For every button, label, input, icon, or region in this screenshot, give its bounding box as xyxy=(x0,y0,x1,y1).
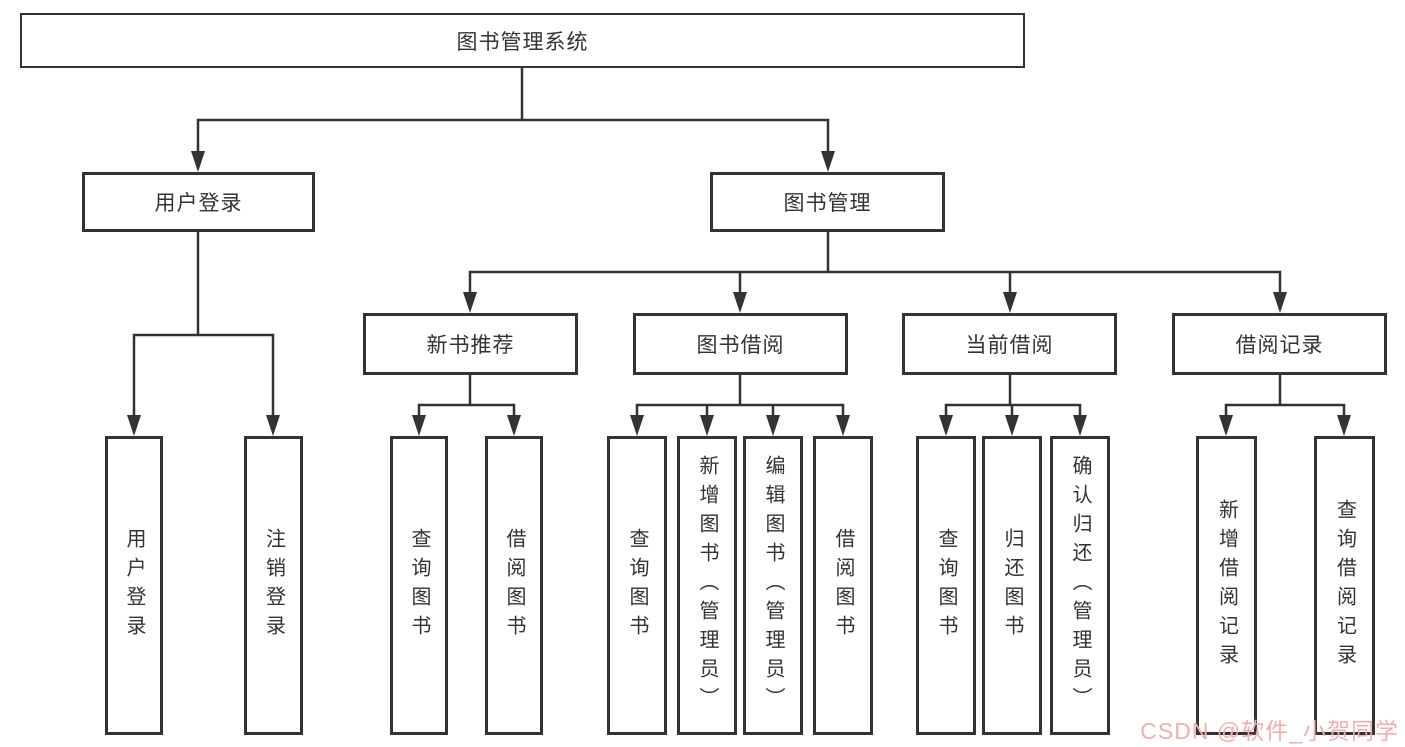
arrowhead xyxy=(266,415,280,436)
node-label: 查询图书 xyxy=(408,527,430,644)
node-label: 用户登录 xyxy=(123,527,145,644)
leaf-user-login: 用户登录 xyxy=(105,436,163,735)
node-user-login: 用户登录 xyxy=(82,172,315,232)
node-label: 新增借阅记录 xyxy=(1215,498,1238,673)
connector-user-login-to-children xyxy=(127,232,280,436)
node-label: 新书推荐 xyxy=(426,334,515,357)
arrowhead xyxy=(1337,415,1351,436)
leaf-query-borrow-record: 查询借阅记录 xyxy=(1314,436,1375,735)
connector-current-borrow-to-children xyxy=(939,375,1087,436)
arrowhead xyxy=(1219,415,1233,436)
node-label: 借阅记录 xyxy=(1235,334,1324,357)
node-label: 借阅图书 xyxy=(503,527,525,644)
arrowhead xyxy=(1005,415,1019,436)
node-current-borrowing: 当前借阅 xyxy=(902,313,1117,375)
arrowhead xyxy=(127,415,141,436)
arrowhead xyxy=(836,415,850,436)
connector-borrow-record-to-children xyxy=(1219,375,1351,436)
arrowhead xyxy=(1003,292,1017,313)
node-label: 借阅图书 xyxy=(832,527,854,644)
node-borrowing-records: 借阅记录 xyxy=(1172,313,1387,375)
leaf-add-borrow-record: 新增借阅记录 xyxy=(1196,436,1257,735)
connector-root-to-level2 xyxy=(191,68,835,172)
leaf-borrow-books-1: 借阅图书 xyxy=(485,436,543,735)
node-label: 确认归还（管理员） xyxy=(1069,455,1091,716)
node-root-library-system: 图书管理系统 xyxy=(20,13,1025,68)
node-label: 图书借阅 xyxy=(696,334,785,357)
arrowhead xyxy=(733,292,747,313)
node-label: 查询图书 xyxy=(626,527,648,644)
arrowhead xyxy=(630,415,644,436)
arrowhead xyxy=(507,415,521,436)
leaf-confirm-return-admin: 确认归还（管理员） xyxy=(1050,436,1110,735)
node-label: 注销登录 xyxy=(262,527,285,644)
leaf-query-books-3: 查询图书 xyxy=(916,436,976,735)
node-book-borrowing: 图书借阅 xyxy=(633,313,848,375)
connector-book-mgmt-to-level3 xyxy=(463,232,1287,313)
leaf-add-books-admin: 新增图书（管理员） xyxy=(677,436,737,735)
arrowhead xyxy=(1273,292,1287,313)
arrowhead xyxy=(766,415,780,436)
arrowhead xyxy=(1073,415,1087,436)
node-label: 图书管理 xyxy=(783,192,872,215)
node-book-management: 图书管理 xyxy=(710,172,945,232)
arrowhead xyxy=(412,415,426,436)
leaf-logout: 注销登录 xyxy=(244,436,303,735)
node-label: 新增图书（管理员） xyxy=(696,455,718,716)
leaf-query-books-1: 查询图书 xyxy=(390,436,448,735)
node-label: 图书管理系统 xyxy=(456,30,589,54)
node-label: 查询借阅记录 xyxy=(1333,498,1356,673)
node-label: 用户登录 xyxy=(154,192,243,215)
node-label: 编辑图书（管理员） xyxy=(762,455,784,716)
arrowhead xyxy=(463,292,477,313)
leaf-borrow-books-2: 借阅图书 xyxy=(813,436,873,735)
arrowhead xyxy=(939,415,953,436)
csdn-watermark: CSDN @软件_小贺同学 xyxy=(1140,718,1399,744)
arrowhead xyxy=(821,151,835,172)
leaf-return-books: 归还图书 xyxy=(982,436,1042,735)
leaf-edit-books-admin: 编辑图书（管理员） xyxy=(743,436,803,735)
arrowhead xyxy=(700,415,714,436)
node-label: 当前借阅 xyxy=(965,334,1054,357)
node-label: 归还图书 xyxy=(1001,527,1023,644)
node-new-book-recommend: 新书推荐 xyxy=(363,313,578,375)
connector-book-borrow-to-children xyxy=(630,375,850,436)
connector-new-book-to-children xyxy=(412,375,521,436)
node-label: 查询图书 xyxy=(935,527,957,644)
leaf-query-books-2: 查询图书 xyxy=(607,436,667,735)
arrowhead xyxy=(191,151,205,172)
